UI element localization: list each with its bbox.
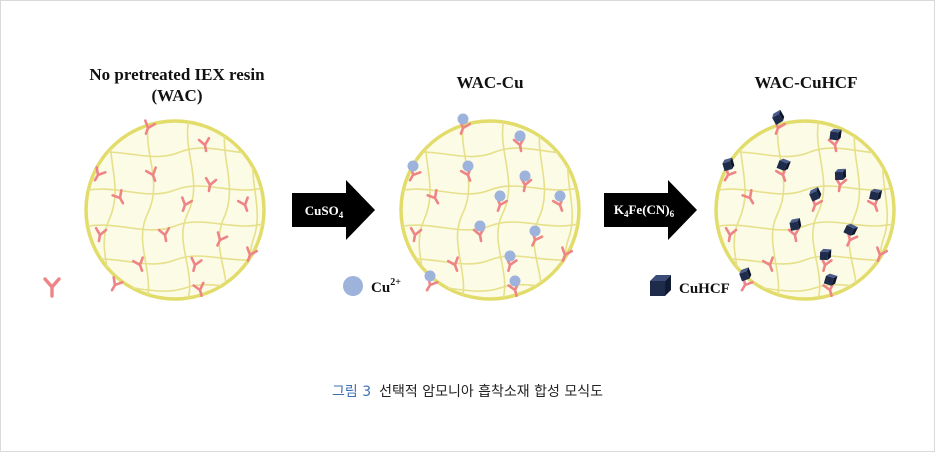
stage2-title: WAC-Cu xyxy=(456,73,523,92)
svg-text:CuSO4: CuSO4 xyxy=(305,203,344,220)
resin-bead-wac xyxy=(84,119,266,301)
cuhcf-particle xyxy=(776,158,791,171)
cuhcf-cube-icon xyxy=(650,275,671,296)
caption-text: 선택적 암모니아 흡착소재 합성 모식도 xyxy=(379,384,603,400)
polymer-fiber xyxy=(716,221,894,231)
polymer-fiber xyxy=(533,121,546,299)
cu-ion xyxy=(462,160,474,172)
functional-group-icon xyxy=(43,277,61,298)
cuhcf-particle xyxy=(739,267,752,282)
cu-ions xyxy=(407,113,566,287)
polymer-fiber xyxy=(86,221,264,231)
cu-ion xyxy=(474,220,486,232)
polymer-fiber xyxy=(401,147,579,158)
reagent-fecn-subscript: 6 xyxy=(670,209,675,219)
cu-ion xyxy=(407,160,419,172)
polymer-fiber xyxy=(86,255,264,265)
reaction-arrow-cuso4: CuSO4 xyxy=(292,180,375,240)
cuhcf-legend-label: CuHCF xyxy=(679,281,730,297)
cu-legend-label: Cu xyxy=(371,280,390,296)
figure-caption: 그림 3 선택적 암모니아 흡착소재 합성 모식도 xyxy=(0,381,935,401)
polymer-fiber xyxy=(716,185,894,195)
cu-ion-icon xyxy=(343,276,363,296)
cuhcf-particle xyxy=(869,188,883,201)
cuhcf-particle xyxy=(843,223,859,236)
resin-bead-wac-cu xyxy=(399,113,581,301)
cu-ion xyxy=(554,190,566,202)
legend-cu-ion: Cu2+ xyxy=(343,276,401,296)
cuhcf-particle xyxy=(789,217,802,231)
cuhcf-particle xyxy=(829,128,842,141)
caption-number: 그림 3 xyxy=(331,384,372,400)
reaction-arrow-k4fecn6: K4Fe(CN)6 xyxy=(604,180,697,240)
polymer-fiber xyxy=(86,185,264,195)
reagent-fecn: Fe(CN) xyxy=(628,202,669,217)
cu-ion xyxy=(514,130,526,142)
cuhcf-particle xyxy=(809,187,822,202)
polymer-fiber xyxy=(771,121,785,299)
cuhcf-particle xyxy=(722,157,735,172)
reagent-k-subscript: 4 xyxy=(624,209,629,219)
cu-ion xyxy=(424,270,436,282)
cu-ion xyxy=(504,250,516,262)
cu-ion xyxy=(494,190,506,202)
cu-ion xyxy=(509,275,521,287)
polymer-fiber xyxy=(848,121,861,299)
reagent-cuso4: CuSO xyxy=(305,203,339,218)
cu-ion xyxy=(457,113,469,125)
polymer-fiber xyxy=(497,121,510,299)
cu-ion xyxy=(529,225,541,237)
polymer-fiber xyxy=(812,121,825,299)
polymer-fiber xyxy=(716,147,894,158)
polymer-fiber xyxy=(401,185,579,195)
synthesis-diagram: No pretreated IEX resin (WAC) WAC-Cu WAC… xyxy=(43,65,896,301)
reagent-cuso4-subscript: 4 xyxy=(339,210,344,220)
polymer-fiber xyxy=(141,121,155,299)
polymer-fiber xyxy=(86,147,264,158)
cuhcf-particle xyxy=(834,168,847,181)
polymer-fiber xyxy=(456,121,470,299)
svg-text:Cu2+: Cu2+ xyxy=(371,277,401,296)
cuhcf-particle xyxy=(772,109,785,125)
legend-functional-group xyxy=(43,277,61,298)
reagent-k: K xyxy=(614,202,625,217)
cuhcf-particles xyxy=(722,109,883,286)
svg-text:K4Fe(CN)6: K4Fe(CN)6 xyxy=(614,202,675,219)
cuhcf-particle xyxy=(819,248,832,261)
cu-ion xyxy=(519,170,531,182)
polymer-fiber xyxy=(401,221,579,231)
stage3-title: WAC-CuHCF xyxy=(755,73,858,92)
legend-cuhcf: CuHCF xyxy=(650,275,730,297)
resin-bead-wac-cuhcf xyxy=(714,109,896,301)
polymer-fiber xyxy=(218,121,231,299)
stage1-subtitle: (WAC) xyxy=(152,86,203,105)
stage1-title: No pretreated IEX resin xyxy=(89,65,265,84)
polymer-fiber xyxy=(401,255,579,265)
polymer-fiber xyxy=(182,121,195,299)
cuhcf-particle xyxy=(823,273,838,286)
polymer-fiber xyxy=(716,255,894,265)
cu-legend-charge: 2+ xyxy=(390,277,401,288)
